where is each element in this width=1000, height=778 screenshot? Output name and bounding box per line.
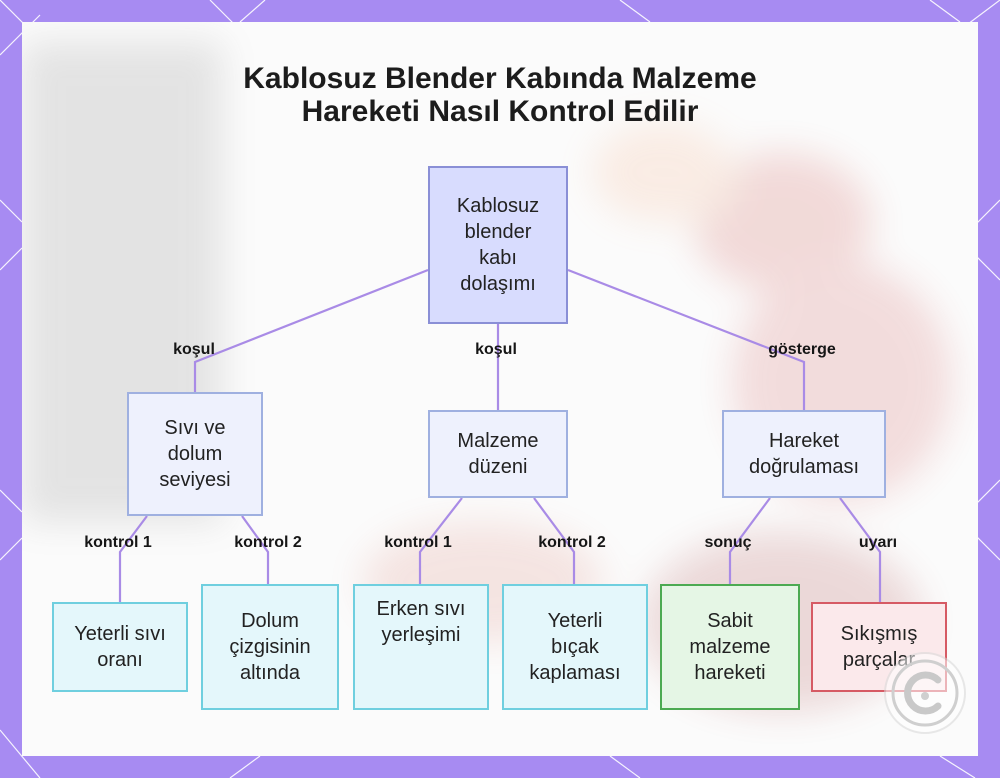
edge-label-ver-stuck: uyarı [858,534,898,551]
node-movement-verification: Hareket doğrulaması [722,410,886,498]
edge-label-liquid-ratio: kontrol 1 [84,534,152,551]
node-verification-label: Hareket doğrulaması [748,430,860,478]
edge-ver-steady [728,497,771,584]
edge-label-liquid-fill: kontrol 2 [234,534,302,551]
edge-arr-early [418,497,463,584]
node-steady-label: Sabit malzeme hareketi [689,610,771,684]
node-blade-coverage: Yeterli bıçak kaplaması [502,584,648,710]
edge-liquid-fill [241,515,270,584]
connector-lines [118,268,882,602]
edge-root-liquid [193,268,429,392]
node-root: Kablosuz blender kabı dolaşımı [428,166,568,324]
node-liquid-fill-level: Sıvı ve dolum seviyesi [127,392,263,516]
node-root-label: Kablosuz blender kabı dolaşımı [456,195,540,295]
node-steady-movement: Sabit malzeme hareketi [660,584,800,710]
edge-label-arr-blade: kontrol 2 [538,534,606,551]
node-early-liquid: Erken sıvı yerleşimi [353,584,489,710]
edge-label-root-verification: gösterge [768,341,836,358]
node-arrangement-label: Malzeme düzeni [457,430,539,478]
edge-liquid-ratio [118,515,148,602]
diagram-title: Kablosuz Blender Kabında Malzeme Hareket… [243,62,757,128]
node-liquid-label: Sıvı ve dolum seviyesi [159,417,231,491]
edge-label-root-arrangement: koşul [475,341,517,358]
edge-label-ver-steady: sonuç [704,534,752,551]
edge-label-arr-early: kontrol 1 [384,534,452,551]
node-blade-label: Yeterli bıçak kaplaması [529,610,621,684]
node-liquid-ratio: Yeterli sıvı oranı [52,602,188,692]
edge-ver-stuck [839,497,882,602]
node-ingredient-arrangement: Malzeme düzeni [428,410,568,498]
node-early-label: Erken sıvı yerleşimi [376,598,466,646]
node-fill-line-label: Dolum çizgisinin altında [229,610,311,684]
edge-root-verification [567,268,806,410]
node-ratio-label: Yeterli sıvı oranı [74,623,166,671]
edge-arr-blade [533,497,576,584]
c-logo-icon [884,652,966,734]
diagram-canvas: Kablosuz Blender Kabında Malzeme Hareket… [22,22,978,756]
edge-label-root-liquid: koşul [173,341,215,358]
node-below-fill-line: Dolum çizgisinin altında [201,584,339,710]
